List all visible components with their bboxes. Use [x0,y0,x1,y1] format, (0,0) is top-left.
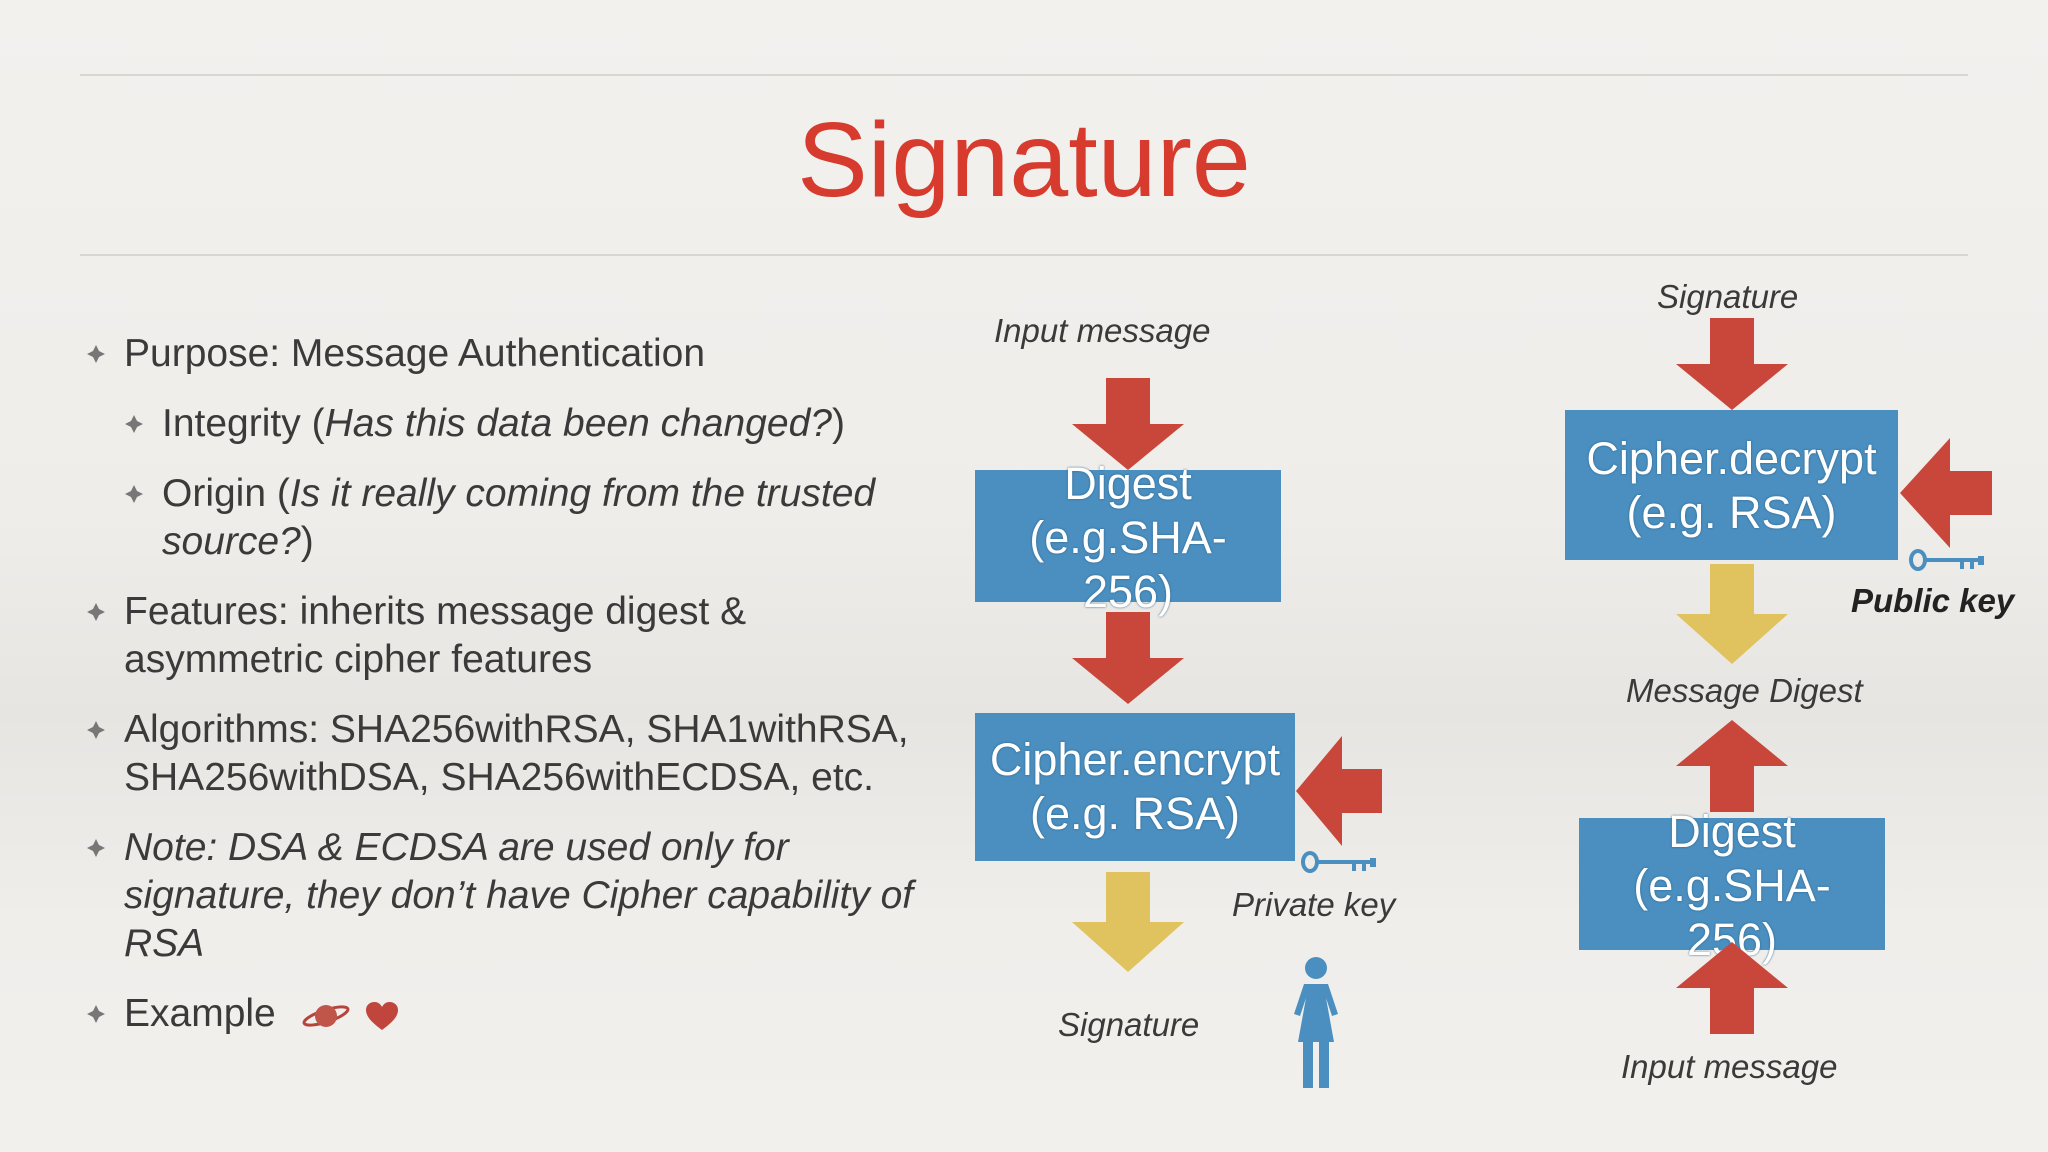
bullet-algorithms: Algorithms: SHA256withRSA, SHA1withRSA, … [86,706,956,802]
arrow-left-red-icon [1900,438,1992,548]
bullet-text: Integrity ( [162,402,325,445]
bullet-example: Example [86,990,956,1038]
arrow-down-red-icon [1072,612,1184,704]
bullet-italic-text: Is it really coming from the trusted sou… [162,472,876,563]
title-rule [80,254,1968,256]
diamond-bullet-icon [87,721,105,739]
sign-output-label: Signature [1058,1006,1200,1043]
bullet-text: ) [300,520,314,563]
bullet-text: Purpose: Message Authentication [124,332,706,375]
arrow-left-red-icon [1296,736,1382,846]
bullet-text: Origin ( [162,472,290,515]
slide-title: Signature [797,101,1251,219]
planet-icon [302,1004,350,1027]
sign-input-label: Input message [994,312,1211,349]
diamond-bullet-icon [87,1005,105,1023]
sign-cipher-line1: Cipher.encrypt [989,734,1281,785]
verify-input-label: Input message [1621,1048,1838,1085]
sign-cipher-line2: (e.g. RSA) [1029,788,1241,839]
verify-cipher-line1: Cipher.decrypt [1586,433,1877,484]
verify-cipher-line2: (e.g. RSA) [1626,487,1837,538]
bullet-text: Example [124,992,276,1035]
sign-digest-box: Digest (e.g.SHA-256) [975,458,1281,617]
diamond-bullet-icon [87,603,105,621]
arrow-down-yellow-icon [1676,564,1788,664]
arrow-down-yellow-icon [1072,872,1184,972]
bullet-integrity: Integrity (Has this data been changed?) [124,400,956,448]
arrow-up-red-icon [1676,720,1788,812]
sign-digest-text: Digest (e.g.SHA-256) [1029,458,1227,617]
bullet-text: Note: DSA & ECDSA are used only for sign… [124,826,914,965]
woman-person-icon [1294,957,1338,1088]
arrow-down-red-icon [1072,378,1184,470]
diamond-bullet-icon [87,839,105,857]
bullet-text: ) [831,402,845,445]
bullet-list: Purpose: Message Authentication Integrit… [86,330,956,1060]
public-key-label: Public key [1851,582,2015,619]
verify-digest-text: Digest (e.g.SHA-256) [1633,806,1831,965]
diamond-bullet-icon [125,415,143,433]
bullet-text: Algorithms: SHA256withRSA, SHA1withRSA, … [124,708,909,799]
heart-icon [366,1001,399,1030]
private-key-label: Private key [1232,886,1396,923]
diamond-bullet-icon [87,345,105,363]
key-icon [1301,851,1376,873]
key-icon [1909,549,1984,571]
verify-signature-label: Signature [1657,278,1799,315]
message-digest-label: Message Digest [1626,672,1863,709]
bullet-italic-text: Has this data been changed? [324,402,832,445]
bullet-note: Note: DSA & ECDSA are used only for sign… [86,824,956,968]
top-rule [80,74,1968,76]
arrow-up-red-icon [1676,942,1788,1034]
bullet-origin: Origin (Is it really coming from the tru… [124,470,956,566]
verify-digest-box: Digest (e.g.SHA-256) [1579,806,1885,965]
diamond-bullet-icon [125,485,143,503]
bullet-purpose: Purpose: Message Authentication [86,330,956,378]
verify-cipher-box: Cipher.decrypt (e.g. RSA) [1565,410,1898,560]
arrow-down-red-icon [1676,318,1788,410]
bullet-features: Features: inherits message digest & asym… [86,588,956,684]
bullet-text: Features: inherits message digest & asym… [124,590,747,681]
sign-cipher-box: Cipher.encrypt (e.g. RSA) [975,713,1295,861]
